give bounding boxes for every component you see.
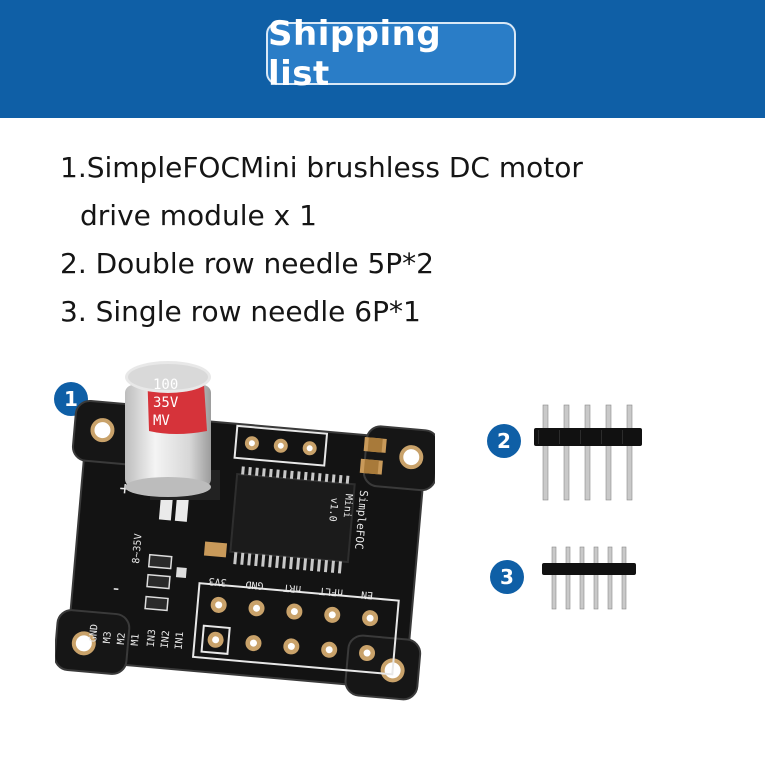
pin-label-nflt: nFLT bbox=[319, 585, 344, 598]
silk-voltage: 8~35V bbox=[131, 533, 145, 564]
badge-3: 3 bbox=[490, 560, 524, 594]
cap-label-value: 100 bbox=[153, 377, 178, 393]
badge-1: 1 bbox=[54, 382, 88, 416]
silk-brand: SimpleFOC bbox=[352, 490, 370, 551]
mounting-hole bbox=[71, 631, 96, 656]
double-row-header-image bbox=[534, 404, 642, 501]
header-pads bbox=[191, 582, 400, 676]
silk-version: v1.0 bbox=[326, 497, 339, 522]
silk-mini: Mini bbox=[341, 493, 354, 518]
mounting-hole bbox=[399, 445, 424, 470]
pin-label-nrt: nRT bbox=[283, 582, 302, 595]
pin-label-in1: IN1 bbox=[174, 631, 187, 650]
single-row-header-image bbox=[542, 546, 636, 610]
header-banner: Shipping list bbox=[0, 0, 765, 118]
list-item-3: 3. Single row needle 6P*1 bbox=[60, 295, 421, 328]
page-title: Shipping list bbox=[268, 13, 442, 94]
badge-2: 2 bbox=[487, 424, 521, 458]
electrolytic-capacitor: 100 35V MV bbox=[125, 361, 220, 500]
cap-label-voltage: 35V bbox=[153, 395, 179, 411]
pin-label-en: EN bbox=[361, 588, 374, 600]
list-item-1: 1.SimpleFOCMini brushless DC motor bbox=[60, 151, 583, 184]
list-item-2: 2. Double row needle 5P*2 bbox=[60, 247, 434, 280]
pin-label-m3: M3 bbox=[102, 631, 114, 644]
shipping-list: 1.SimpleFOCMini brushless DC motor drive… bbox=[60, 144, 750, 336]
pin-label-3v3: 3V3 bbox=[208, 575, 227, 588]
pin-label-in2: IN2 bbox=[160, 630, 173, 649]
driver-board-image: SimpleFOC Mini v1.0 8~35V + - 3V3 GND nR… bbox=[55, 361, 435, 701]
pin-label-in3: IN3 bbox=[146, 629, 159, 648]
pin-label-gnd: GND bbox=[245, 578, 264, 591]
pcb-board: SimpleFOC Mini v1.0 8~35V + - 3V3 GND nR… bbox=[55, 399, 435, 701]
title-pill: Shipping list bbox=[266, 14, 516, 94]
cap-label-brand: MV bbox=[153, 413, 170, 429]
driver-ic bbox=[229, 472, 356, 564]
pin-label-gnd-2: GND bbox=[88, 624, 101, 643]
silk-minus: - bbox=[110, 578, 123, 600]
list-item-1-continued: drive module x 1 bbox=[80, 199, 317, 232]
pin-label-m1: M1 bbox=[130, 633, 142, 646]
pin-label-m2: M2 bbox=[116, 632, 128, 645]
mounting-hole bbox=[90, 418, 115, 443]
